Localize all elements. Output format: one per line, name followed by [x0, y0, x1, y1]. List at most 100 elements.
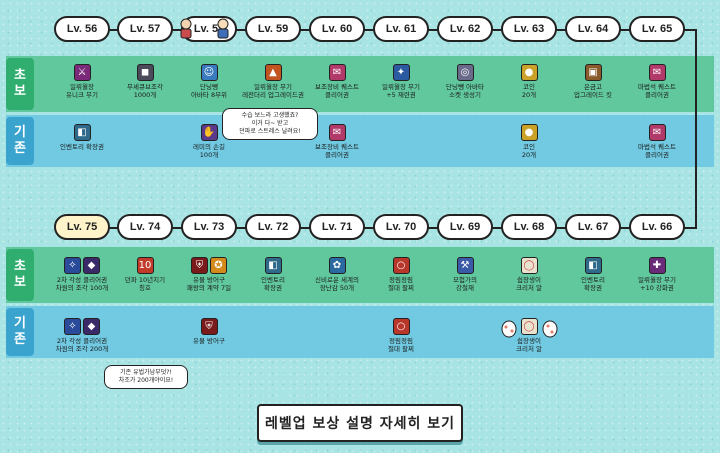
reward-icon-row: ◧ — [73, 124, 91, 141]
bottom-existing-reward-item[interactable]: ⛨ 유물 방어구 — [174, 318, 244, 345]
egg-icon: ◯ — [520, 257, 538, 274]
reward-caption: 신비로운 세계의 장난감 50개 — [315, 276, 359, 292]
bottom-beginner-reward-item[interactable]: ⛨✪유물 방어구 패왕의 계약 7일 — [174, 257, 244, 292]
bottom-beginner-band — [6, 247, 714, 303]
top-beginner-reward-item[interactable]: ⚔일뤼월장 유니크 무기 — [47, 64, 117, 99]
shard-icon: ◆ — [83, 318, 100, 335]
reward-icon-row: ▲ — [264, 64, 282, 81]
reward-icon-row: ✉ — [648, 64, 666, 81]
reward-icon-row: ◧ — [264, 257, 282, 274]
reward-caption: 마법석 퀘스트 클리어권 — [638, 83, 676, 99]
reward-icon-row: ✦ — [392, 64, 410, 81]
reward-icon-row: ● — [520, 64, 538, 81]
contract-icon: ✪ — [210, 257, 227, 274]
top-level-60: Lv. 60 — [309, 16, 365, 42]
reward-caption: 2차 각성 클리어권 차원의 조각 200개 — [55, 337, 109, 353]
cube-icon: ◼ — [136, 64, 154, 81]
bottom-beginner-label: 초 보 — [6, 249, 34, 301]
top-beginner-reward-item[interactable]: ☺단닝뺑 아바타 8부위 — [174, 64, 244, 99]
reward-caption: 일뤼월장 무기 +10 강화권 — [638, 276, 676, 292]
bottom-beginner-reward-item[interactable]: ✿신비로운 세계의 장난감 50개 — [302, 257, 372, 292]
upgrade-scroll-icon: ▲ — [264, 64, 282, 81]
character-sprite-left — [176, 18, 196, 40]
ticket-icon: ✉ — [648, 64, 666, 81]
bottom-level-66: Lv. 66 — [629, 214, 685, 240]
creature-egg-sprite-2 — [540, 317, 560, 339]
bag-icon: ◧ — [264, 257, 282, 274]
armor-icon: ⛨ — [191, 257, 208, 274]
bottom-level-75: Lv. 75 — [54, 214, 110, 240]
reward-caption: 단닝뺑 아바타 소켓 생성기 — [446, 83, 484, 99]
ticket-icon: ✉ — [328, 124, 346, 141]
level-reward-details-button[interactable]: 레벨업 보상 설명 자세히 보기 — [257, 404, 463, 442]
bottom-beginner-reward-item[interactable]: ◧인벤토리 확장권 — [558, 257, 628, 292]
reward-caption: 마법석 퀘스트 클리어권 — [638, 143, 676, 159]
reward-icon-row: ✉ — [328, 64, 346, 81]
top-existing-reward-item[interactable]: ✉마법석 퀘스트 클리어권 — [622, 124, 692, 159]
ticket-icon: ✉ — [328, 64, 346, 81]
bottom-level-71: Lv. 71 — [309, 214, 365, 240]
reward-icon-row: ▣ — [584, 64, 602, 81]
top-existing-reward-item[interactable]: ●코인 20개 — [494, 124, 564, 159]
bottom-beginner-reward-item[interactable]: ◧ 인벤토리 확장권 — [238, 257, 308, 292]
bottom-beginner-reward-item[interactable]: ⚒모험가의 강철재 — [430, 257, 500, 292]
reward-caption: 은금고 업그레이드 킷 — [574, 83, 612, 99]
top-level-63: Lv. 63 — [501, 16, 557, 42]
top-existing-reward-item[interactable]: ◧ 인벤토리 확장권 — [47, 124, 117, 151]
top-beginner-reward-item[interactable]: ◼무셰큐브조각 1000개 — [110, 64, 180, 99]
hand-icon: ✋ — [200, 124, 218, 141]
reward-icon-row: ◧ — [584, 257, 602, 274]
speech-bubble-top: 수습 보느라 고생했죠? 이거 다~ 받고 던파로 스트레스 날려요! — [222, 108, 318, 140]
chest-icon: ▣ — [584, 64, 602, 81]
top-beginner-reward-item[interactable]: ●코인 20개 — [494, 64, 564, 99]
top-beginner-label: 초 보 — [6, 58, 34, 110]
refine-icon: ✦ — [392, 64, 410, 81]
top-beginner-reward-item[interactable]: ▣ 은금고 업그레이드 킷 — [558, 64, 628, 99]
reward-caption: 보조장비 퀘스트 클리어권 — [315, 83, 359, 99]
top-beginner-reward-item[interactable]: ✦일뤼월장 무기 +5 재련권 — [366, 64, 436, 99]
reward-caption: 인벤토리 확장권 — [60, 143, 104, 151]
top-level-59: Lv. 59 — [245, 16, 301, 42]
reward-icon-row: ⚒ — [456, 257, 474, 274]
bottom-existing-band — [6, 306, 714, 358]
bottom-beginner-reward-item[interactable]: ◯쉽장생이 크리처 알 — [494, 257, 564, 292]
top-beginner-reward-item[interactable]: ▲ 일뤼월장 무기 레전더리 업그레이드권 — [238, 64, 308, 99]
reward-caption: 인벤토리 확장권 — [261, 276, 285, 292]
hammer-icon: ⚒ — [456, 257, 474, 274]
bottom-level-74: Lv. 74 — [117, 214, 173, 240]
bottom-level-72: Lv. 72 — [245, 214, 301, 240]
reward-icon-row: ◯ — [520, 318, 538, 335]
bottom-existing-reward-item[interactable]: ✧◆2차 각성 클리어권 차원의 조각 200개 — [47, 318, 117, 353]
bottom-existing-reward-item[interactable]: ◯ 쉽장생이 크리처 알 — [494, 318, 564, 353]
creature-egg-sprite — [499, 317, 519, 339]
top-existing-reward-item[interactable]: ✋레미의 손길 100개 — [174, 124, 244, 159]
top-existing-reward-item[interactable]: ✉보조장비 퀘스트 클리어권 — [302, 124, 372, 159]
reward-icon-row: ✉ — [328, 124, 346, 141]
top-beginner-reward-item[interactable]: ◎ 단닝뺑 아바타 소켓 생성기 — [430, 64, 500, 99]
top-existing-label: 기 존 — [6, 117, 34, 165]
awaken-icon: ✧ — [64, 257, 81, 274]
bottom-beginner-reward-item[interactable]: ○정림정림 절대 팔찌 — [366, 257, 436, 292]
bottom-existing-reward-item[interactable]: ○정림정림 절대 팔찌 — [366, 318, 436, 353]
reward-caption: 쉽장생이 크리처 알 — [516, 337, 542, 353]
shard-icon: ◆ — [83, 257, 100, 274]
reward-caption: 유물 방어구 — [193, 337, 225, 345]
armor-icon: ⛨ — [200, 318, 218, 335]
reward-caption: 일뤼월장 무기 레전더리 업그레이드권 — [242, 83, 304, 99]
top-beginner-reward-item[interactable]: ✉ 마법석 퀘스트 클리어권 — [622, 64, 692, 99]
reward-caption: 정림정림 절대 팔찌 — [388, 276, 414, 292]
connector-track — [695, 29, 697, 228]
reward-icon-row: ⚔ — [73, 64, 91, 81]
socket-icon: ◎ — [456, 64, 474, 81]
reward-caption: 정림정림 절대 팔찌 — [388, 337, 414, 353]
bottom-level-69: Lv. 69 — [437, 214, 493, 240]
top-beginner-reward-item[interactable]: ✉ 보조장비 퀘스트 클리어권 — [302, 64, 372, 99]
bottom-level-67: Lv. 67 — [565, 214, 621, 240]
bottom-beginner-reward-item[interactable]: ✧◆2차 각성 클리어권 차원의 조각 100개 — [47, 257, 117, 292]
bottom-beginner-reward-item[interactable]: ✚일뤼월장 무기 +10 강화권 — [622, 257, 692, 292]
coin-icon: ● — [520, 64, 538, 81]
top-existing-band — [6, 115, 714, 167]
egg-icon: ◯ — [520, 318, 538, 335]
bottom-level-73: Lv. 73 — [181, 214, 237, 240]
